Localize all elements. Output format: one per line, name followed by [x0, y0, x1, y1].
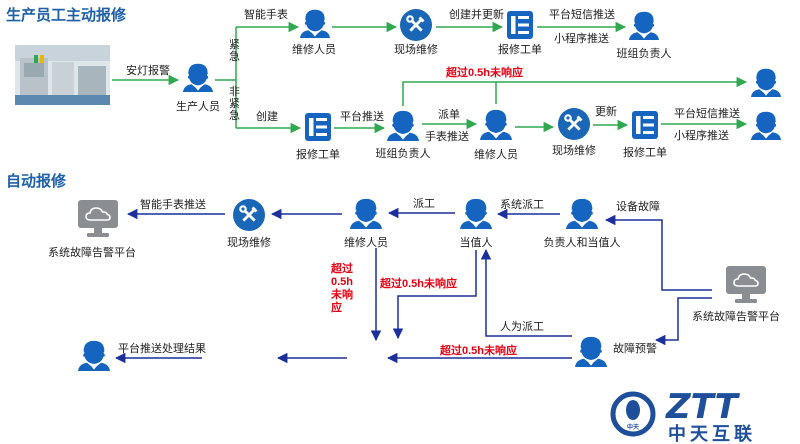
top-repair-person-icon: [300, 9, 330, 38]
top-onsite-repair-icon: [400, 9, 432, 41]
on-duty-timeout-arrow: [392, 250, 477, 340]
timeout-vertical-1: 超过: [330, 261, 353, 275]
light-alarm-label: 安灯报警: [126, 63, 170, 77]
auto-repair-person-label: 维修人员: [344, 235, 388, 249]
on-duty-icon: [460, 198, 492, 229]
logo-subtext: 中天互联: [668, 423, 756, 444]
device-fault-arrow: [604, 214, 712, 291]
owner-on-duty-icon: [566, 198, 598, 229]
auto-dispatch-label: 派工: [413, 197, 435, 210]
auto-section-title: 自动报修: [6, 172, 67, 190]
watch-push-label-auto: 智能手表推送: [140, 197, 206, 211]
top-repair-ticket-icon: [507, 11, 533, 39]
bottom-repair-ticket-2-icon: [632, 111, 658, 139]
left-platform-label: 系统故障告警平台: [48, 245, 136, 259]
logo-wordmark: ZTT: [665, 387, 741, 427]
bottom-right-person-icon: [751, 111, 781, 140]
bottom-repair-person-icon: [480, 109, 512, 140]
fault-warning-icon: [575, 336, 607, 367]
escalation-loop-left: [402, 81, 497, 106]
auto-timeout-label-2: 超过0.5h未响应: [439, 343, 517, 357]
top-sms-label: 平台短信推送: [549, 7, 615, 21]
non-urgent-label-3: 急: [229, 108, 240, 122]
bottom-repair-ticket-icon: [305, 113, 331, 141]
bottom-sms-label: 平台短信推送: [674, 106, 740, 120]
manual-dispatch-arrow: [480, 248, 572, 337]
bottom-team-leader-icon: [387, 110, 419, 141]
manual-timeout-label: 超过0.5h未响应: [445, 65, 523, 79]
smartwatch-label: 智能手表: [244, 7, 288, 21]
non-urgent-label-2: 紧: [229, 97, 240, 110]
create-label: 创建: [256, 109, 278, 123]
logo-emblem-core: [626, 400, 640, 420]
right-monitor-icon: [726, 266, 766, 304]
system-dispatch-label: 系统派工: [500, 198, 544, 211]
timeout-vertical-4: 应: [331, 300, 342, 314]
manual-dispatch-label: 人为派工: [500, 320, 544, 333]
auto-onsite-repair-label: 现场维修: [227, 235, 271, 249]
auto-repair-person-icon: [350, 198, 382, 229]
bottom-repair-ticket-2-label: 报修工单: [623, 145, 667, 159]
update-label: 更新: [595, 104, 617, 118]
ztt-logo: 中天 ZTT 中天互联: [610, 387, 756, 444]
watch-push-label: 手表推送: [425, 129, 469, 143]
top-team-leader-icon: [629, 11, 659, 40]
timeout-vertical-2: 0.5h: [331, 276, 353, 288]
platform-to-warning-arrow: [654, 297, 712, 346]
owner-on-duty-label: 负责人和当值人: [544, 235, 621, 249]
factory-photo: [15, 45, 110, 105]
right-platform-label: 系统故障告警平台: [692, 309, 780, 323]
escalation-person-icon: [751, 68, 781, 97]
bottom-team-leader-label: 班组负责人: [376, 146, 431, 160]
production-worker-label: 生产人员: [176, 99, 220, 113]
push-result-label: 平台推送处理结果: [118, 341, 206, 355]
create-update-label: 创建并更新: [449, 7, 504, 21]
bottom-onsite-repair-label: 现场维修: [552, 143, 596, 157]
device-fault-label: 设备故障: [616, 199, 660, 213]
on-duty-label: 当值人: [460, 235, 493, 249]
logo-emblem-icon: [610, 391, 656, 437]
auto-onsite-repair-icon: [233, 199, 265, 231]
bottom-repair-person-label: 维修人员: [474, 147, 518, 161]
top-miniapp-label: 小程序推送: [554, 31, 609, 45]
left-monitor-icon: [78, 200, 118, 238]
push-result-person-icon: [78, 340, 110, 371]
platform-push-label: 平台推送: [340, 109, 384, 123]
top-team-leader-label: 班组负责人: [617, 46, 672, 60]
production-worker-icon: [183, 63, 213, 92]
urgent-label-2: 急: [229, 49, 240, 63]
bottom-repair-ticket-label: 报修工单: [296, 147, 340, 161]
auto-timeout-label-1: 超过0.5h未响应: [379, 276, 457, 290]
urgent-label-1: 紧: [229, 38, 240, 51]
bottom-onsite-repair-icon: [558, 108, 590, 140]
manual-section-title: 生产员工主动报修: [6, 6, 127, 24]
logo-emblem-text: 中天: [627, 423, 639, 431]
top-repair-person-label: 维修人员: [292, 42, 336, 56]
top-onsite-repair-label: 现场维修: [394, 42, 438, 56]
timeout-vertical-3: 未响: [330, 287, 353, 301]
non-urgent-label-1: 非: [229, 85, 240, 98]
bottom-miniapp-label: 小程序推送: [674, 128, 729, 142]
top-repair-ticket-label: 报修工单: [498, 42, 542, 56]
dispatch-label: 派单: [438, 108, 460, 121]
fault-warning-label: 故障预警: [613, 341, 657, 355]
